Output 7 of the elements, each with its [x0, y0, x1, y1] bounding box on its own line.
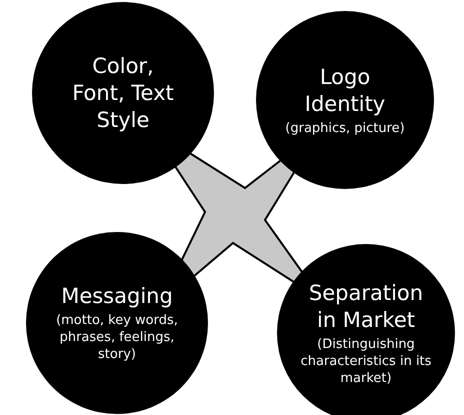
- node-title: Messaging: [61, 283, 173, 310]
- node-title: Separation in Market: [308, 280, 424, 334]
- node-title: Logo Identity: [304, 64, 386, 118]
- node-title: Color, Font, Text Style: [71, 52, 175, 134]
- node-description: (graphics, picture): [285, 120, 405, 136]
- node-description: (Distinguishing characteristics in its market): [300, 336, 432, 386]
- node-description: (motto, key words, phrases, feelings, story): [55, 312, 179, 363]
